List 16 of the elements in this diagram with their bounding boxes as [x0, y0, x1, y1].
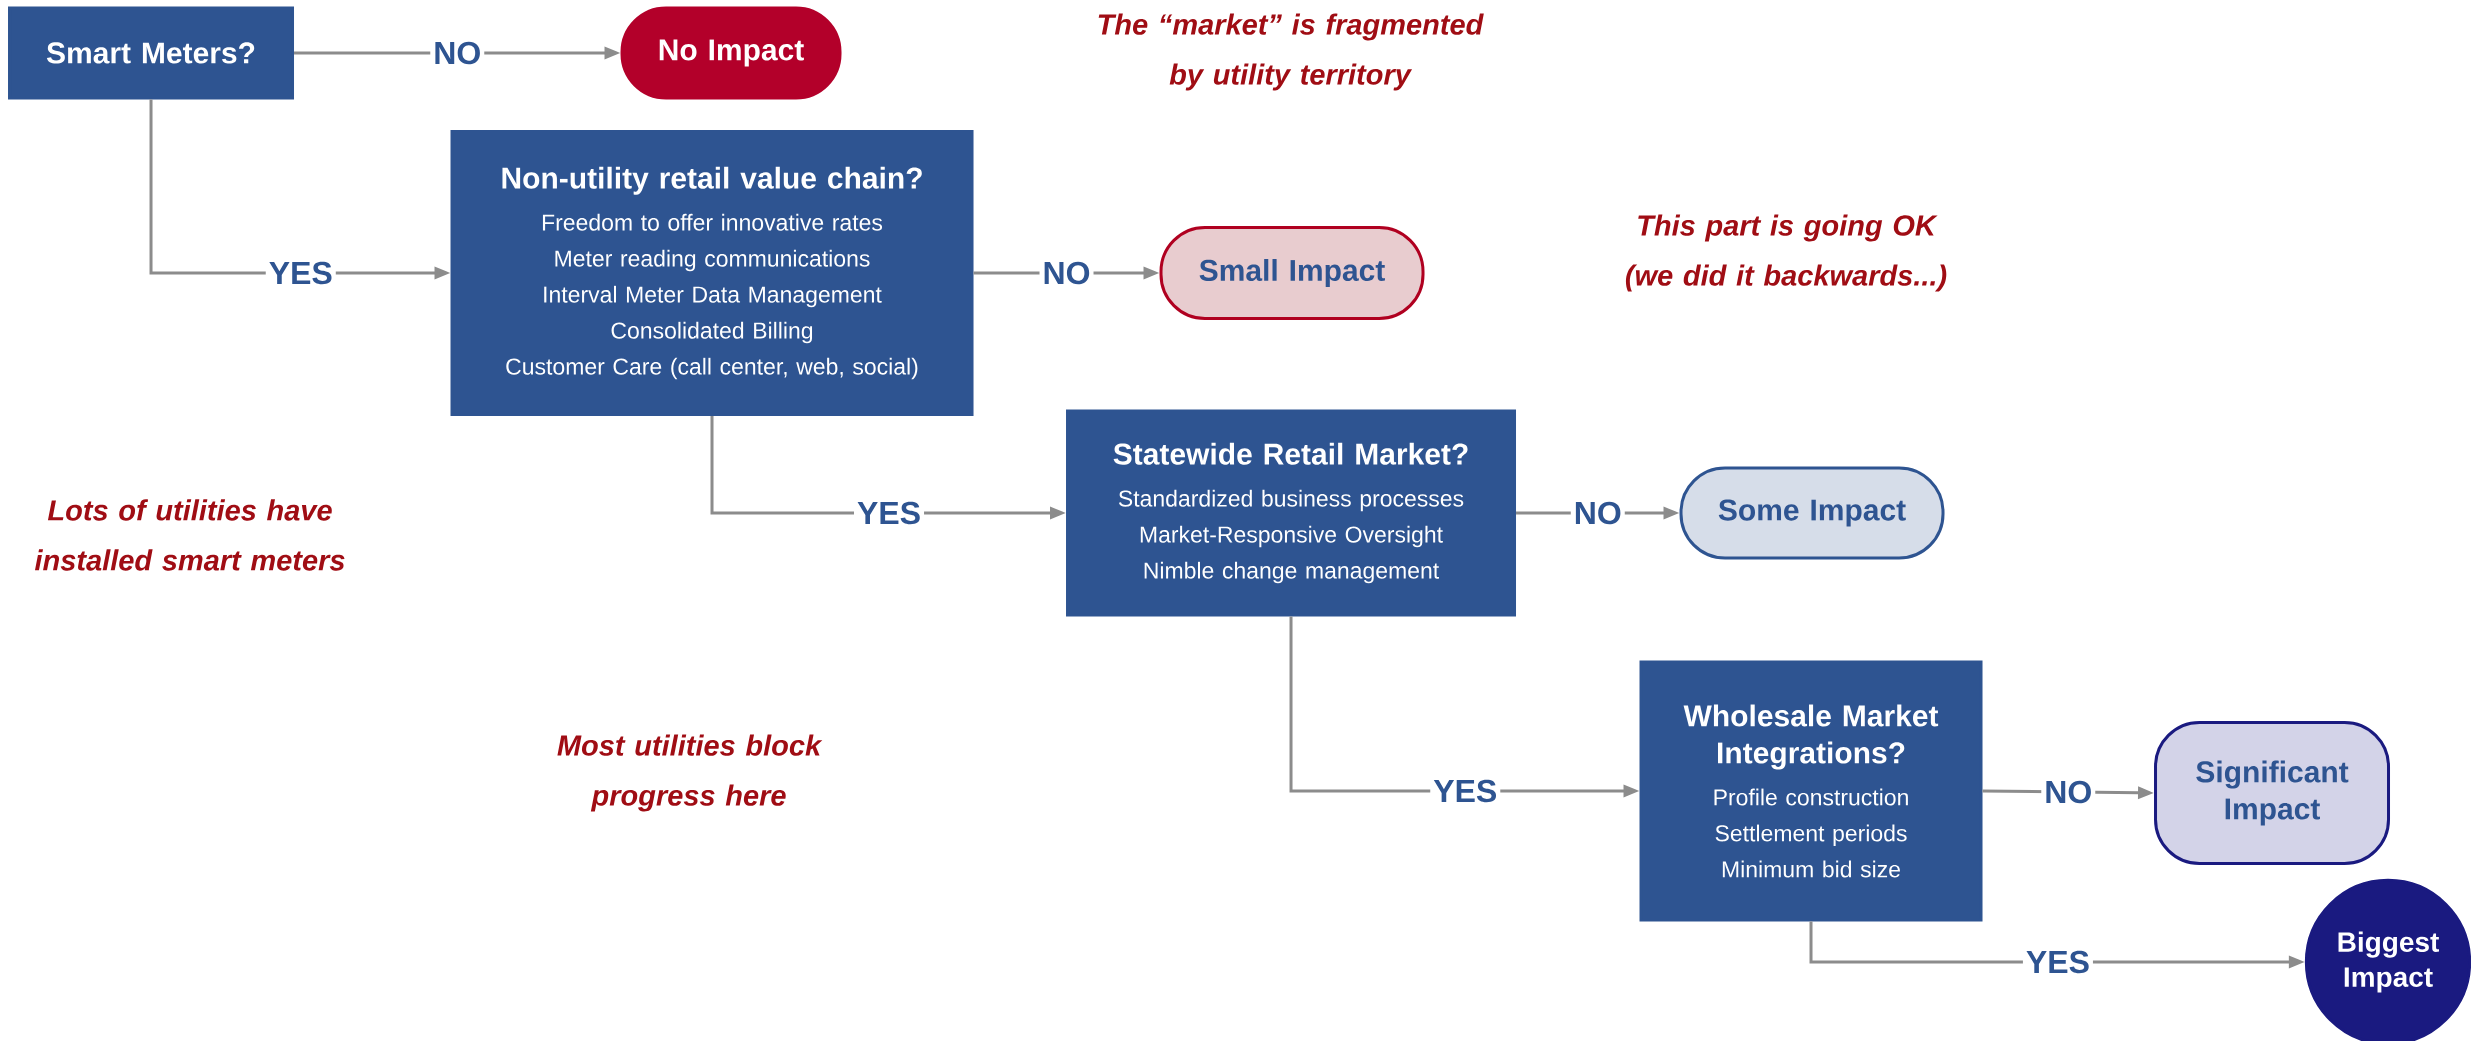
edge-label: NO — [1039, 258, 1094, 288]
decision-box: Statewide Retail Market? Standardized business processes Market-Responsive Oversight Nimble change management — [1066, 409, 1516, 617]
edge-label: NO — [1570, 498, 1625, 528]
edge-label: YES — [854, 498, 925, 528]
annotation-note: This part is going OK (we did it backwards...) — [1625, 214, 1947, 292]
decision-box: Wholesale Market Integrations? Profile construction Settlement periods Minimum bid size — [1639, 660, 1983, 922]
edge-label: YES — [1430, 776, 1501, 806]
edge-label: NO — [430, 38, 485, 68]
annotation-note: Lots of utilities have installed smart meters — [35, 499, 345, 571]
edge-label: YES — [2022, 947, 2093, 977]
decision-box: Smart Meters? — [8, 6, 294, 100]
edge-label: NO — [2041, 777, 2096, 807]
decision-box: Non-utility retail value chain? Freedom to offer innovative rates Meter reading communications Interval Meter Data Management Consolidated Billing Customer Care (call center, web, social) — [450, 130, 974, 416]
annotation-note: The “market” is fragmented by utility territory — [1098, 13, 1484, 91]
edge-label: YES — [265, 258, 336, 288]
annotation-note: Most utilities block progress here — [557, 734, 823, 812]
